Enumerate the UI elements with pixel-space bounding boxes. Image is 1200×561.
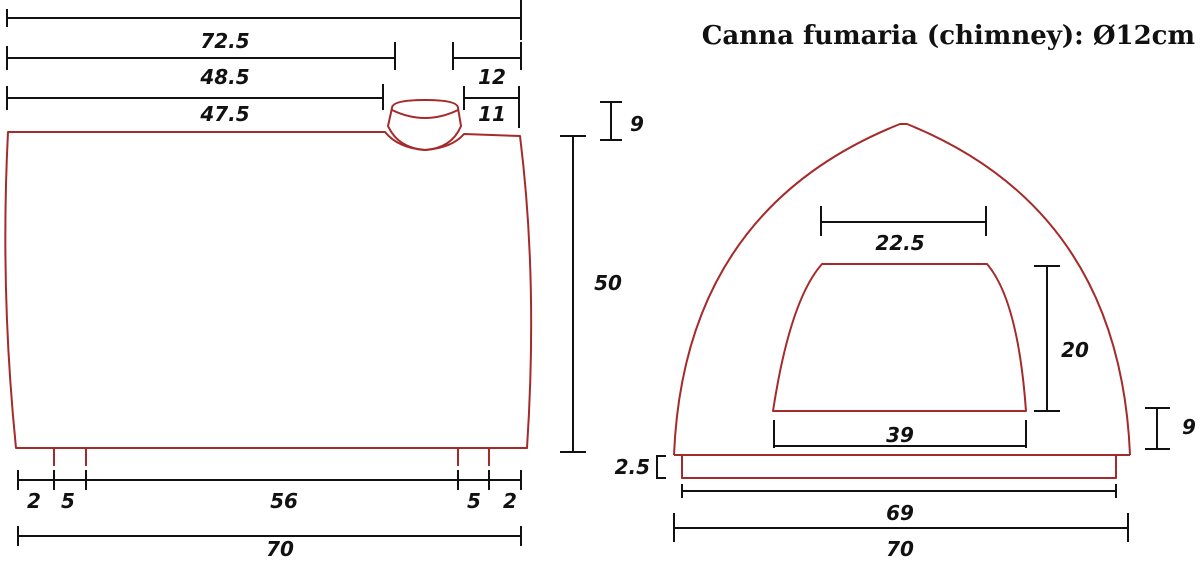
dim-label-chimney-height: 9 bbox=[630, 112, 644, 136]
dim-label-to-chimney-right: 48.5 bbox=[199, 65, 249, 89]
dim-label-total-top: 72.5 bbox=[200, 29, 249, 53]
dim-line-total-top bbox=[6, 0, 522, 40]
dim-label-chimney-outer: 12 bbox=[478, 65, 506, 89]
oven-opening-outline bbox=[772, 263, 1027, 412]
dim-label-bottom-total: 70 bbox=[266, 537, 294, 561]
dim-line-chimney-inner bbox=[463, 86, 520, 128]
dim-line-total-width bbox=[673, 513, 1129, 542]
dim-label-opening-top: 22.5 bbox=[875, 231, 924, 255]
dim-label-right-foot: 5 bbox=[467, 489, 481, 513]
front-view-dome-outline bbox=[673, 123, 1131, 456]
dim-line-bottom-segments bbox=[17, 470, 522, 490]
dim-line-chimney-height bbox=[600, 101, 622, 141]
dim-label-middle: 56 bbox=[270, 489, 298, 513]
dim-label-to-chimney-left: 47.5 bbox=[199, 102, 249, 126]
dim-label-plate-thickness: 2.5 bbox=[615, 455, 650, 479]
page-title: Canna fumaria (chimney): Ø12cm bbox=[702, 21, 1195, 51]
dim-line-to-chimney-right bbox=[6, 42, 396, 70]
dim-line-inner-width bbox=[681, 484, 1117, 498]
dim-line-bottom-total bbox=[17, 526, 522, 546]
dim-label-left-foot: 5 bbox=[61, 489, 75, 513]
dim-label-left-margin: 2 bbox=[27, 489, 41, 513]
chimney-outline bbox=[387, 99, 462, 151]
front-view: 22.5 20 39 9 2.5 69 70 bbox=[615, 123, 1196, 561]
dim-line-plate-thickness bbox=[656, 455, 666, 479]
dim-line-opening-height bbox=[1034, 265, 1060, 412]
dim-label-height: 50 bbox=[594, 271, 622, 295]
dim-label-inner-width: 69 bbox=[886, 501, 914, 525]
dim-label-opening-bottom: 39 bbox=[886, 423, 914, 447]
dim-line-chimney-outer bbox=[452, 42, 522, 70]
dim-label-chimney-inner: 11 bbox=[478, 102, 506, 126]
dim-line-to-chimney-left bbox=[6, 84, 384, 110]
dim-label-opening-height: 20 bbox=[1061, 338, 1089, 362]
base-plate bbox=[681, 454, 1117, 479]
dim-label-total-width: 70 bbox=[886, 537, 914, 561]
dim-line-opening-top bbox=[820, 206, 987, 236]
dim-line-base-height bbox=[1145, 407, 1170, 450]
side-view-body-outline bbox=[4, 131, 533, 449]
dim-line-opening-bottom bbox=[773, 420, 1027, 448]
dim-line-height bbox=[560, 135, 586, 453]
chimney-rim bbox=[391, 109, 459, 119]
side-view: 72.5 48.5 47.5 12 11 9 50 2 5 56 5 2 70 bbox=[4, 0, 644, 561]
dim-label-right-margin: 2 bbox=[503, 489, 517, 513]
dim-label-base-height: 9 bbox=[1182, 415, 1196, 439]
